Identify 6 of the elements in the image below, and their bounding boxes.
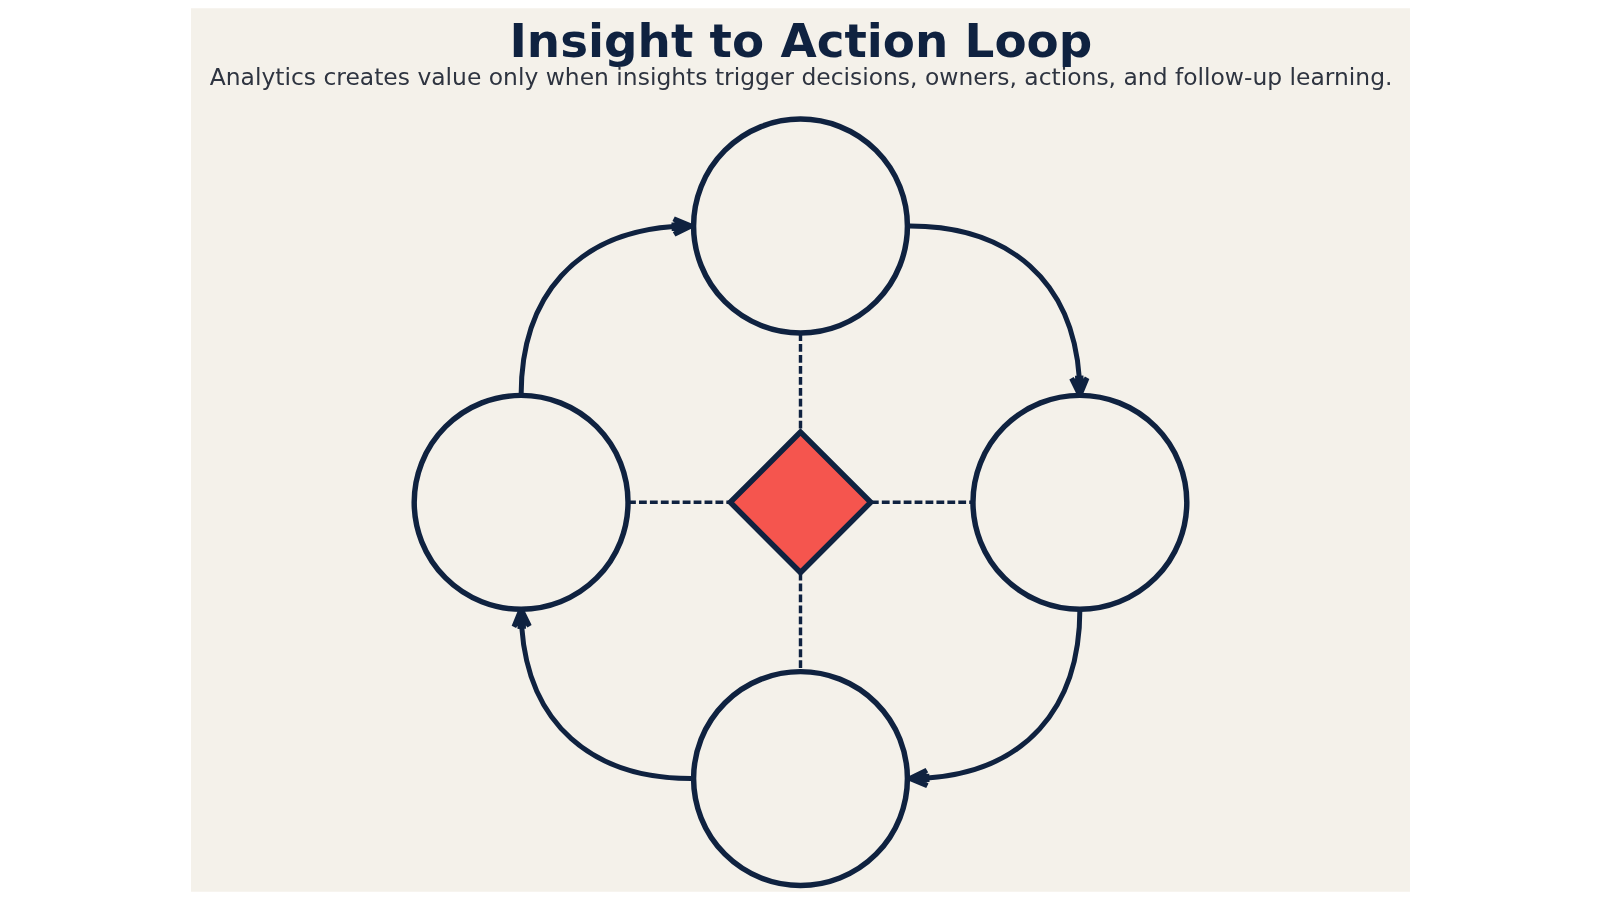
- node-circle: [690, 668, 910, 889]
- connector: [870, 500, 973, 504]
- node-circle: [410, 392, 631, 612]
- node-circle: [690, 116, 910, 336]
- node-diamond: [725, 428, 875, 577]
- node-circle: [969, 392, 1190, 612]
